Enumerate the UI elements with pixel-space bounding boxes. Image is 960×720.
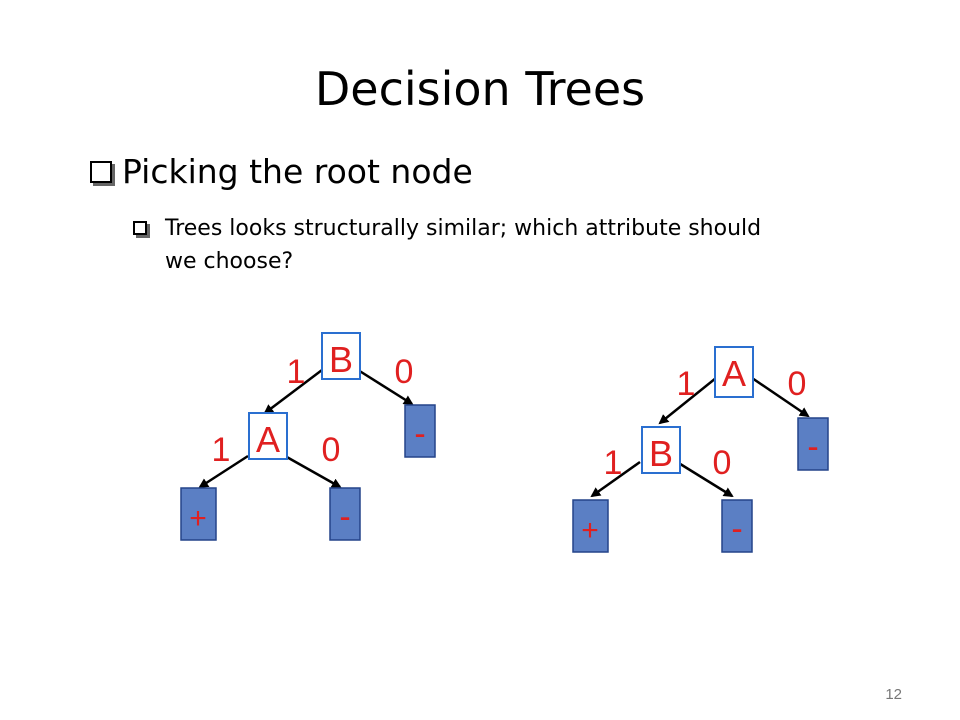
edge-label-child-left: 1 <box>604 444 623 482</box>
checkbox-bullet-icon <box>90 160 112 183</box>
node-child: B <box>641 426 681 474</box>
edge-label-child-right: 0 <box>322 431 341 469</box>
edge-child-right <box>284 454 342 489</box>
bullet2-line2: we choose? <box>165 249 294 274</box>
leaf-child-left-label: + <box>581 514 599 547</box>
edge-root-right <box>751 376 810 418</box>
bullet-picking-root: Picking the root node <box>90 152 473 191</box>
edge-label-child-left: 1 <box>212 431 231 469</box>
node-root: B <box>321 332 361 380</box>
leaf-root-right: - <box>797 417 829 471</box>
leaf-child-left: + <box>572 499 609 553</box>
leaf-child-right: - <box>721 499 753 553</box>
leaf-child-right: - <box>329 487 361 541</box>
page-number: 12 <box>885 686 902 703</box>
edge-label-root-left: 1 <box>677 365 696 403</box>
edge-label-root-right: 0 <box>395 353 414 391</box>
leaf-child-left: + <box>180 487 217 541</box>
leaf-child-left-label: + <box>189 502 207 535</box>
tree-right: A B - + - 1 0 1 0 <box>572 346 829 553</box>
edge-root-left <box>658 377 717 425</box>
leaf-child-right-label: - <box>731 510 742 548</box>
leaf-root-right-label: - <box>414 415 425 453</box>
tree-left: B A - + - 1 0 1 0 <box>180 332 436 541</box>
checkbox-bullet-icon <box>133 221 147 235</box>
node-root-label: B <box>329 339 353 380</box>
edge-child-right <box>676 460 734 498</box>
edge-label-root-right: 0 <box>788 365 807 403</box>
node-root-label: A <box>722 353 746 394</box>
edge-label-child-right: 0 <box>713 444 732 482</box>
edge-child-left <box>198 454 249 489</box>
edge-child-left <box>590 460 641 498</box>
bullet2-line1: Trees looks structurally similar; which … <box>165 216 762 241</box>
edge-label-root-left: 1 <box>287 353 306 391</box>
bullet-trees-similar: Trees looks structurally similar; which … <box>133 212 853 278</box>
bullet1-text: Picking the root node <box>122 152 473 191</box>
leaf-child-right-label: - <box>339 498 350 536</box>
node-child-label: A <box>256 419 280 460</box>
slide-title: Decision Trees <box>314 62 646 116</box>
edge-root-right <box>357 368 414 406</box>
leaf-root-right-label: - <box>807 428 818 466</box>
node-child-label: B <box>649 433 673 474</box>
node-child: A <box>248 412 288 460</box>
leaf-root-right: - <box>404 404 436 458</box>
edge-root-left <box>263 369 323 415</box>
node-root: A <box>714 346 754 398</box>
